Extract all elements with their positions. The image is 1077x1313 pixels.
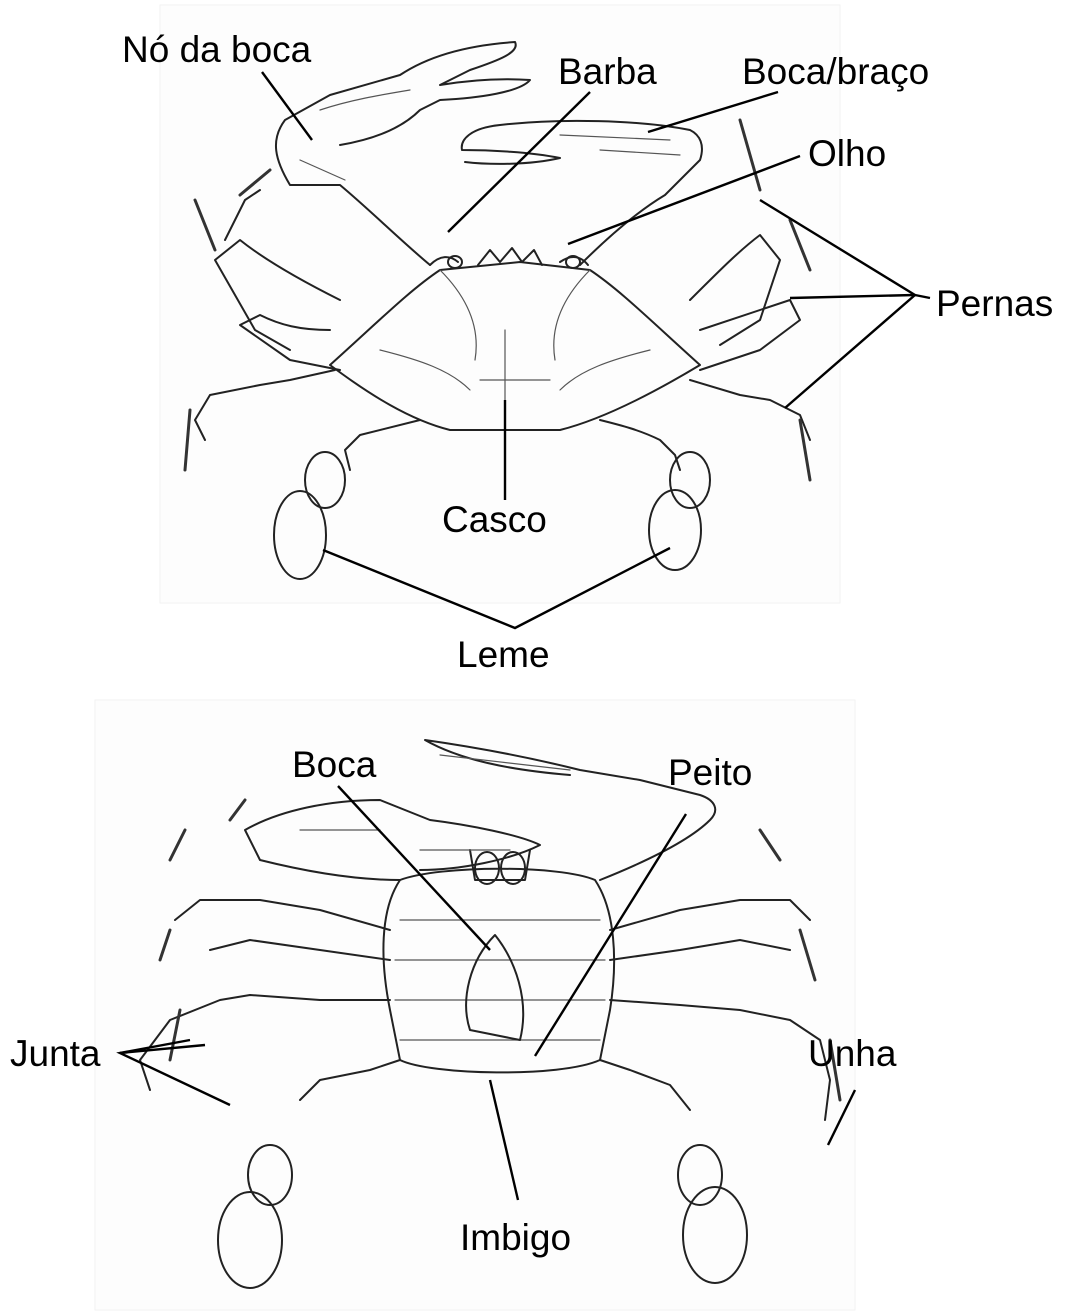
label-leme: Leme: [457, 634, 550, 675]
label-casco: Casco: [442, 499, 547, 540]
label-unha: Unha: [808, 1033, 897, 1074]
top-crab-diagram: Nó da boca Barba Boca/braço Olho Pernas …: [122, 5, 1053, 675]
label-boca: Boca: [292, 744, 377, 785]
label-boca-braco: Boca/braço: [742, 51, 929, 92]
label-no-da-boca: Nó da boca: [122, 29, 312, 70]
label-barba: Barba: [558, 51, 657, 92]
label-olho: Olho: [808, 133, 886, 174]
label-imbigo: Imbigo: [460, 1217, 571, 1258]
bottom-crab-diagram: Boca Peito Junta Unha Imbigo: [10, 700, 897, 1310]
label-junta: Junta: [10, 1033, 101, 1074]
label-peito: Peito: [668, 752, 752, 793]
label-pernas: Pernas: [936, 283, 1053, 324]
